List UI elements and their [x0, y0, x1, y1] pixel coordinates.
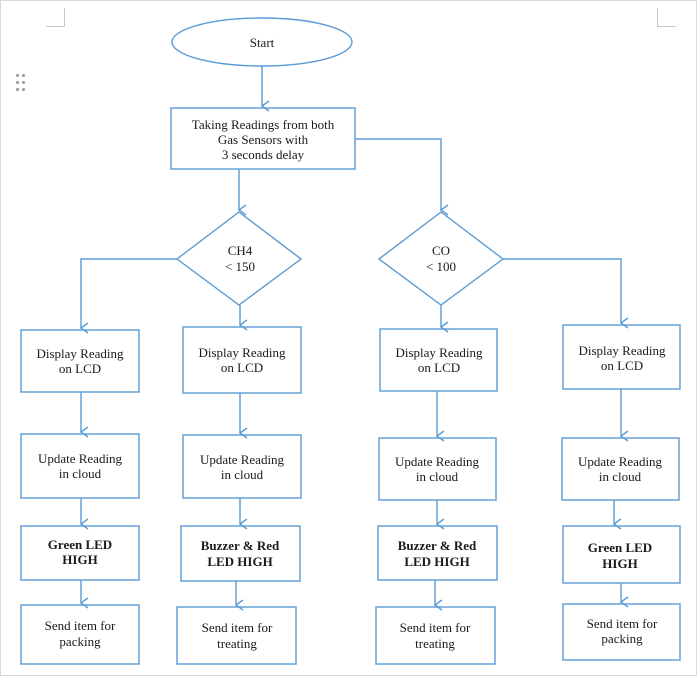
corner-mark-top-right: [657, 8, 676, 27]
col1-update-1: Update Reading: [38, 451, 123, 466]
col2-update-2: in cloud: [221, 467, 264, 482]
edge-reading-to-co: [355, 138, 449, 216]
col4-update-box: [561, 437, 680, 501]
col3-action-2: LED HIGH: [404, 554, 469, 569]
col1-display-2: on LCD: [59, 361, 101, 376]
corner-mark-top-left: [46, 8, 65, 27]
col3-update-1: Update Reading: [395, 454, 480, 469]
col4-send-1: Send item for: [587, 616, 658, 631]
ch4-decision-diamond: [175, 211, 303, 306]
col3-display-box: [379, 328, 498, 392]
col4-action-1: Green LED: [588, 540, 652, 555]
col1-update-2: in cloud: [59, 466, 102, 481]
co-label-2: < 100: [426, 259, 456, 274]
reading-label-2: Gas Sensors with: [218, 132, 309, 147]
ch4-label-1: CH4: [228, 243, 253, 258]
col2-action-1: Buzzer & Red: [201, 538, 280, 553]
col4-send-box: [562, 603, 681, 661]
col3-display-2: on LCD: [418, 360, 460, 375]
col1-action-box: [20, 525, 140, 581]
drag-handle-icon[interactable]: [16, 74, 28, 94]
col3-action-1: Buzzer & Red: [398, 538, 477, 553]
co-label-1: CO: [432, 243, 450, 258]
col3-update-box: [378, 437, 497, 501]
col3-send-box: [375, 606, 496, 665]
col2-send-1: Send item for: [202, 620, 273, 635]
col4-update-2: in cloud: [599, 469, 642, 484]
col4-action-2: HIGH: [602, 556, 637, 571]
reading-label-3: 3 seconds delay: [222, 147, 305, 162]
col2-update-box: [182, 434, 302, 499]
edge-ch4-left: [79, 258, 177, 334]
col1-send-box: [20, 604, 140, 665]
col2-update-1: Update Reading: [200, 452, 285, 467]
col2-display-1: Display Reading: [198, 345, 286, 360]
col1-update-box: [20, 433, 140, 499]
ch4-label-2: < 150: [225, 259, 255, 274]
col2-display-box: [182, 326, 302, 394]
col3-update-2: in cloud: [416, 469, 459, 484]
col1-action-2: HIGH: [62, 552, 97, 567]
col3-display-1: Display Reading: [395, 345, 483, 360]
col4-update-1: Update Reading: [578, 454, 663, 469]
col1-action-1: Green LED: [48, 537, 112, 552]
col2-display-2: on LCD: [221, 360, 263, 375]
col4-display-1: Display Reading: [578, 343, 666, 358]
edge-co-right: [503, 258, 629, 329]
col3-action-box: [377, 525, 498, 581]
col4-send-2: packing: [601, 631, 643, 646]
col4-action-box: [562, 525, 681, 584]
col4-display-box: [562, 324, 681, 390]
reading-label-1: Taking Readings from both: [192, 117, 335, 132]
col2-action-2: LED HIGH: [207, 554, 272, 569]
col2-send-box: [176, 606, 297, 665]
col3-send-2: treating: [415, 636, 455, 651]
col1-display-1: Display Reading: [36, 346, 124, 361]
col1-display-box: [20, 329, 140, 393]
col1-send-2: packing: [59, 634, 101, 649]
col1-send-1: Send item for: [45, 618, 116, 633]
col2-send-2: treating: [217, 636, 257, 651]
col4-display-2: on LCD: [601, 358, 643, 373]
start-label: Start: [250, 35, 275, 50]
col3-send-1: Send item for: [400, 620, 471, 635]
